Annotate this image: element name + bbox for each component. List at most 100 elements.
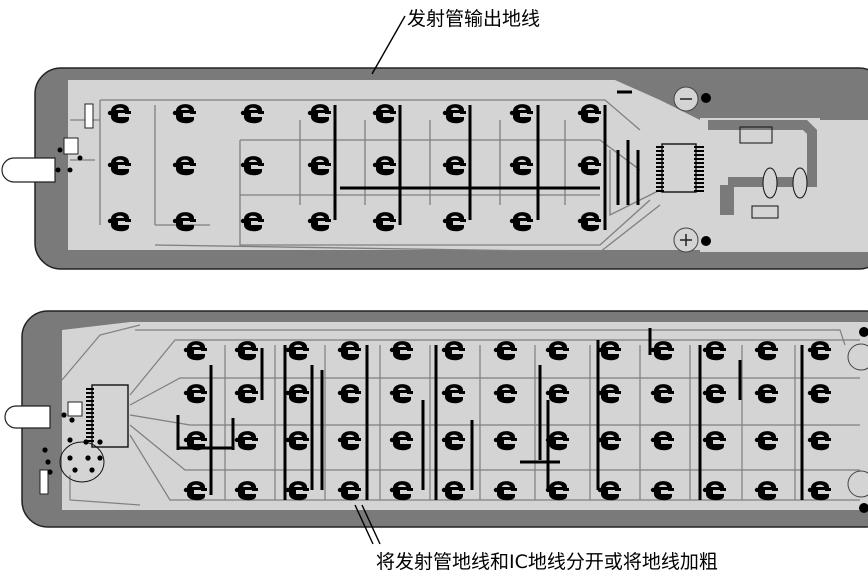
ic-pin [694,154,704,156]
copper-trace [609,150,661,217]
keypad-contact [307,212,331,232]
keypad-contact [702,384,726,404]
ic-pin [694,170,704,172]
ic-pin [694,174,704,176]
top-crystal [762,167,808,199]
solder-pad [85,455,91,461]
ic-pin [86,392,94,394]
ic-pin [694,182,704,184]
ic-pin [86,428,94,430]
solder-pad [77,155,83,161]
solder-pad [67,455,73,461]
bottom-board [4,310,868,528]
solder-pad [83,439,89,445]
keypad-contact [597,431,621,451]
ic-pin [694,178,704,180]
keypad-contact [107,212,131,232]
keypad-contact [754,481,778,501]
keypad-contact [307,156,331,176]
keypad-contact [545,341,569,361]
solder-pad [97,455,103,461]
top-board-ground-track [708,120,817,187]
caption-separate-or-thicken-ground: 将发射管地线和IC地线分开或将地线加粗 [376,551,718,573]
solder-pad [55,167,61,173]
keypad-contact [337,341,361,361]
ic-pin [86,420,94,422]
top-resistor [84,103,94,129]
bottom-transistor-pad [67,401,83,417]
ic-pin [86,440,94,442]
keypad-contact [650,384,674,404]
keypad-contact [372,212,396,232]
copper-trace [239,140,651,246]
ic-pin [656,174,664,176]
keypad-contact [493,384,517,404]
keypad-contact [807,481,831,501]
keypad-contact [442,212,466,232]
keypad-contact [545,431,569,451]
keypad-contact [577,104,601,124]
keypad-contact [389,431,413,451]
keypad-contact [183,341,207,361]
ic-pin [656,166,664,168]
keypad-contact [240,156,264,176]
keypad-contact [172,104,196,124]
keypad-contact [183,481,207,501]
keypad-contact [240,104,264,124]
keypad-contact [754,431,778,451]
bottom-board-traces [61,324,860,506]
keypad-contact [172,212,196,232]
keypad-contact [650,431,674,451]
keypad-contact [307,104,331,124]
keypad-contact [107,156,131,176]
top-resonator [751,205,779,219]
ic-pin [656,150,664,152]
keypad-contact [285,341,309,361]
keypad-contact [442,156,466,176]
keypad-contact [509,212,533,232]
keypad-contact [107,104,131,124]
copper-trace [224,345,796,500]
battery-minus-icon [847,343,868,371]
ic-pin [694,190,704,192]
keypad-contact [441,341,465,361]
keypad-contact [545,481,569,501]
keypad-contact [285,481,309,501]
keypad-contact [337,431,361,451]
battery-minus-icon [673,86,699,112]
keypad-contact [702,481,726,501]
copper-trace [129,434,860,501]
keypad-contact [597,384,621,404]
ic-pin [86,400,94,402]
keypad-contact [493,341,517,361]
keypad-contact [597,341,621,361]
keypad-contact [807,431,831,451]
ic-pin [694,158,704,160]
keypad-contact [389,481,413,501]
battery-plus-icon [847,470,868,498]
bottom-ir-led [4,405,51,429]
ic-pin [694,146,704,148]
leader-line-top [371,15,406,75]
top-mount-dot [701,93,711,103]
bottom-resistor [39,469,49,495]
bottom-mount-dot [859,503,868,513]
ic-pin [694,162,704,164]
keypad-contact [650,481,674,501]
keypad-contact [337,481,361,501]
bottom-ic [86,384,129,448]
ic-pin [656,154,664,156]
keypad-contact [234,341,258,361]
keypad-contact [234,431,258,451]
battery-plus-icon [673,227,699,253]
ic-pin [694,150,704,152]
keypad-contact [337,384,361,404]
ic-pin [86,416,94,418]
bottom-board-keypads [183,341,831,501]
top-board-jumpers [55,105,640,230]
keypad-contact [372,156,396,176]
solder-pad [97,439,103,445]
copper-trace [129,424,860,471]
copper-trace [129,414,860,426]
